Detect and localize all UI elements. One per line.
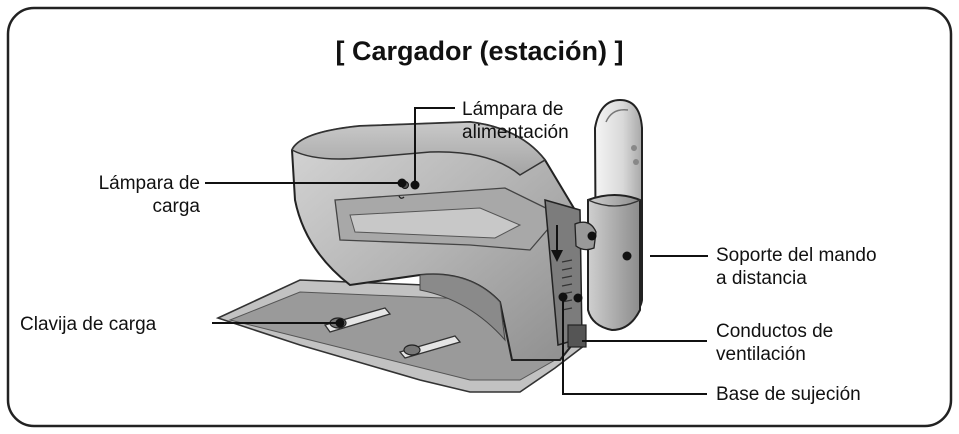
label-remote-holder: Soporte del mando a distancia: [716, 245, 877, 289]
callout-dots: [335, 178, 632, 328]
diagram-title: [ Cargador (estación) ]: [335, 36, 624, 66]
label-charge-lamp: Lámpara de carga: [98, 173, 200, 217]
remote-holder: [587, 194, 641, 332]
label-vents: Conductos de ventilación: [716, 321, 834, 365]
label-base: Base de sujeción: [716, 384, 861, 405]
callout-lines: [205, 107, 708, 395]
label-power-lamp: Lámpara de alimentación: [462, 99, 569, 143]
label-charge-pin: Clavija de carga: [20, 314, 157, 335]
